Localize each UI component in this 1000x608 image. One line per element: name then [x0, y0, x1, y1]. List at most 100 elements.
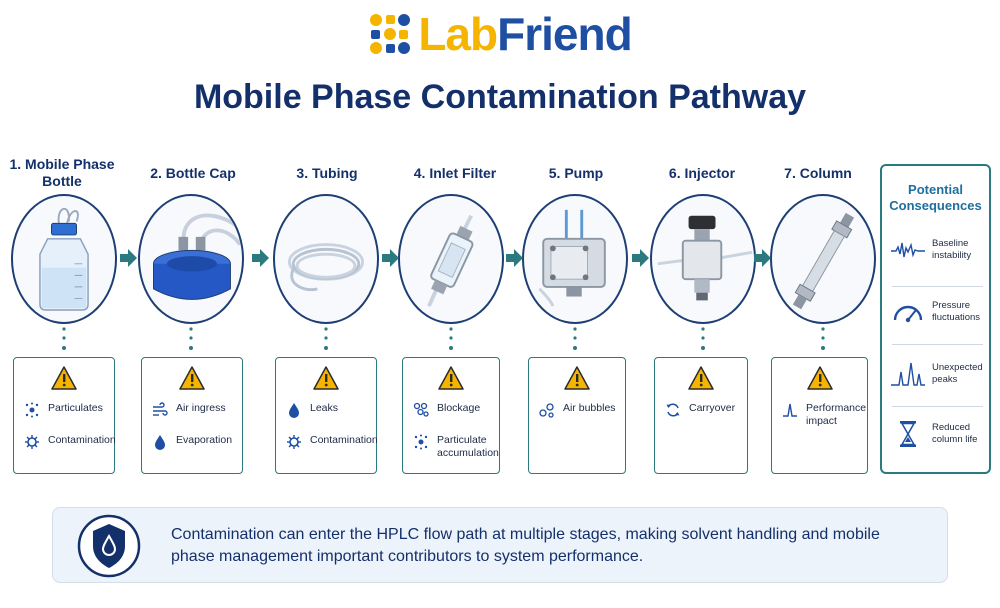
dotted-connector: [821, 327, 825, 350]
injector-valve-icon: [650, 194, 756, 324]
inlet-filter-icon: [398, 194, 504, 324]
stage-label-6: 6. Injector: [668, 165, 736, 181]
divider: [892, 406, 983, 407]
stage-label-3: 3. Tubing: [296, 165, 358, 181]
list-item: Air bubbles: [539, 402, 616, 418]
issue-box-cap: Air ingress Evaporation: [141, 357, 243, 474]
warning-icon: [179, 366, 205, 390]
issue-label: Contamination: [310, 434, 378, 446]
dotted-connector: [701, 327, 705, 350]
list-item: Leaks: [286, 402, 338, 418]
blockage-icon: [413, 402, 429, 417]
warning-icon: [688, 366, 714, 390]
list-item: Blockage: [413, 402, 480, 418]
list-item: Unexpected peaks: [890, 360, 985, 388]
logo-lab: Lab: [418, 8, 498, 60]
bubbles-icon: [539, 403, 554, 418]
summary-panel: Contamination can enter the HPLC flow pa…: [52, 507, 948, 583]
dotted-connector: [449, 327, 453, 350]
warning-icon: [806, 366, 833, 390]
carryover-icon: [666, 403, 680, 417]
column-icon: [770, 194, 876, 324]
issue-label: Particulates: [48, 402, 103, 414]
issue-label: Evaporation: [176, 434, 233, 446]
labfriend-logo: LabFriend: [0, 8, 1000, 60]
issue-box-column: Performance impact: [771, 357, 868, 474]
pump-icon: [522, 194, 628, 324]
arrow-right-icon: [252, 249, 269, 267]
arrow-right-icon: [382, 249, 399, 267]
issue-box-tubing: Leaks Contamination: [275, 357, 378, 474]
summary-text: Contamination can enter the HPLC flow pa…: [171, 526, 880, 565]
issue-label: Leaks: [310, 402, 339, 414]
solvent-bottle-icon: [11, 194, 117, 324]
issue-label: Air bubbles: [563, 402, 616, 414]
logo-mark-icon: [368, 12, 412, 56]
droplet-icon: [289, 403, 299, 418]
page-title: Mobile Phase Contamination Pathway: [193, 78, 807, 116]
consequence-label: Unexpected peaks: [932, 362, 983, 385]
logo-wordmark: LabFriend: [418, 8, 633, 60]
list-item: Evaporation: [152, 434, 232, 450]
stage-label-2: 2. Bottle Cap: [150, 165, 236, 181]
stage-label-5: 5. Pump: [548, 165, 604, 181]
peaks-icon: [891, 362, 925, 386]
divider: [892, 286, 983, 287]
contamination-icon: [25, 435, 39, 449]
list-item: Reduced column life: [890, 420, 985, 448]
warning-icon: [564, 366, 590, 390]
issue-label: Performance impact: [806, 402, 867, 427]
divider: [892, 344, 983, 345]
issue-label: Carryover: [689, 402, 736, 414]
dotted-connector: [189, 327, 193, 350]
issue-label: Blockage: [437, 402, 481, 414]
warning-icon: [51, 366, 77, 390]
arrow-right-icon: [754, 249, 771, 267]
consequences-title: Potential Consequences: [889, 182, 982, 213]
particles-icon: [25, 402, 39, 418]
list-item: Baseline instability: [890, 236, 985, 264]
stage-label-4: 4. Inlet Filter: [413, 165, 497, 181]
stage-label-7: 7. Column: [784, 165, 852, 181]
list-item: Pressure fluctuations: [890, 298, 985, 326]
issue-box-bottle: Particulates Contamination: [13, 357, 116, 474]
list-item: Contamination: [286, 434, 378, 450]
arrow-right-icon: [120, 249, 137, 267]
logo-friend: Friend: [497, 8, 633, 60]
issue-box-injector: Carryover: [654, 357, 748, 474]
peak-icon: [783, 403, 797, 417]
pressure-gauge-icon: [893, 305, 923, 323]
issue-label: Contamination: [48, 434, 116, 446]
bottle-cap-icon: [138, 194, 244, 324]
arrow-right-icon: [506, 249, 523, 267]
consequence-label: Baseline instability: [932, 238, 972, 261]
list-item: Particulate accumulation: [413, 434, 499, 460]
arrow-right-icon: [632, 249, 649, 267]
droplet-icon: [155, 435, 165, 450]
dotted-connector: [324, 327, 328, 350]
list-item: Air ingress: [152, 402, 226, 418]
consequences-panel: Potential Consequences Baseline instabil…: [880, 164, 991, 474]
list-item: Contamination: [24, 434, 116, 450]
issue-label: Particulate accumulation: [437, 434, 499, 459]
list-item: Carryover: [665, 402, 735, 418]
warning-icon: [313, 366, 339, 390]
list-item: Performance impact: [782, 402, 866, 428]
shield-droplet-icon: [77, 514, 141, 578]
baseline-noise-icon: [891, 242, 925, 258]
warning-icon: [438, 366, 464, 390]
tubing-coil-icon: [273, 194, 379, 324]
dotted-connector: [573, 327, 577, 350]
dotted-connector: [62, 327, 66, 350]
list-item: Particulates: [24, 402, 103, 418]
contamination-icon: [287, 435, 301, 449]
issue-box-pump: Air bubbles: [528, 357, 626, 474]
consequence-label: Reduced column life: [932, 422, 978, 445]
consequence-label: Pressure fluctuations: [932, 300, 981, 323]
stage-label-1: 1. Mobile Phase Bottle: [9, 156, 115, 189]
issue-label: Air ingress: [176, 402, 226, 414]
hourglass-icon: [900, 421, 916, 447]
issue-box-inlet-filter: Blockage Particulate accumulation: [402, 357, 500, 474]
particles-icon: [414, 434, 428, 450]
air-flow-icon: [153, 402, 168, 416]
